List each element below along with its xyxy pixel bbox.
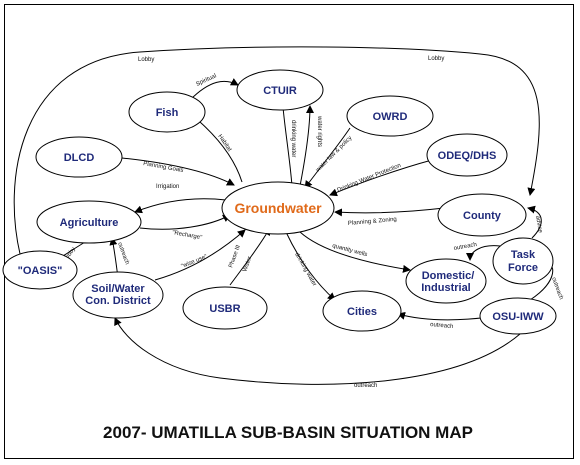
edge-label-drinking-water: drinking water — [290, 120, 296, 157]
edge-ctuir-groundwater — [282, 106, 293, 187]
edge-label-planning-goals: Planning Goals — [143, 161, 184, 174]
node-taskforce — [492, 237, 554, 285]
node-osu — [479, 297, 557, 335]
edge-agriculture-groundwater — [139, 214, 231, 230]
edge-label-outreach-tf: outreach — [453, 242, 477, 252]
edge-groundwater-domestic — [299, 231, 411, 273]
node-label-dlcd: DLCD — [64, 152, 95, 164]
edge-label-wise-use: "wise use" — [181, 254, 209, 270]
node-label-osu: OSU-IWW — [492, 311, 544, 323]
nodes — [2, 69, 557, 335]
node-usbr — [182, 286, 268, 330]
node-label-soilwater-1: Soil/Water — [91, 283, 145, 295]
node-label-agriculture: Agriculture — [60, 217, 119, 229]
edge-label-outreach-bottom: outreach — [354, 383, 377, 389]
node-domestic — [405, 258, 487, 304]
node-soilwater — [72, 271, 164, 319]
edge-osu-cities — [397, 311, 491, 321]
node-fish — [128, 91, 206, 133]
node-label-county: County — [463, 210, 502, 222]
node-groundwater — [221, 181, 335, 235]
node-cities — [322, 290, 402, 332]
edge-groundwater-agriculture — [134, 198, 227, 214]
edge-label-phase-iii: Phase III — [228, 244, 242, 269]
edge-groundwater-cities — [285, 231, 336, 301]
edge-label-water: Water — [242, 256, 253, 273]
node-label-domestic-2: Industrial — [421, 282, 471, 294]
edge-label-recharge: "Recharge" — [172, 230, 203, 241]
edge-owrd-groundwater — [304, 127, 351, 189]
edge-dlcd-groundwater — [121, 157, 235, 186]
node-label-odeq: ODEQ/DHS — [438, 150, 497, 162]
edge-soil-groundwater — [154, 229, 246, 281]
edge-label-irrigation: Irrigation — [156, 184, 179, 190]
edge-label-outreach-osu: outreach — [550, 277, 564, 301]
node-label-oasis: "OASIS" — [18, 265, 63, 277]
node-labels: Fish CTUIR OWRD DLCD ODEQ/DHS Groundwate… — [18, 85, 545, 323]
edge-label-spiritual: Spiritual — [195, 73, 217, 88]
node-label-usbr: USBR — [209, 303, 240, 315]
edge-fish-groundwater — [199, 121, 243, 183]
edge-odeq-groundwater — [329, 159, 433, 197]
edge-osu-soil — [114, 317, 521, 385]
node-label-groundwater: Groundwater — [234, 200, 322, 216]
edge-label-drinking-water-cities: drinking water — [293, 252, 317, 287]
edge-oasis-county — [13, 46, 540, 263]
node-label-taskforce-1: Task — [511, 249, 536, 261]
edge-taskforce-domestic — [466, 245, 501, 261]
edge-label-planning-zoning: Planning & Zoning — [348, 217, 397, 227]
edge-label-quantity-wells: quantity wells — [331, 243, 367, 258]
node-label-domestic-1: Domestic/ — [422, 270, 475, 282]
node-dlcd — [35, 136, 123, 178]
node-oasis — [2, 250, 78, 290]
edge-label-habitat: Habitat — [216, 134, 232, 153]
edge-label-drinking-water-protection: Drinking Water Protection — [337, 163, 402, 194]
edge-label-water-rights: water rights — [316, 115, 322, 147]
edge-label-advice: advice — [534, 215, 543, 234]
edge-label-outreach-cities: outreach — [430, 322, 454, 330]
node-label-owrd: OWRD — [373, 111, 408, 123]
edges — [13, 46, 554, 385]
edge-taskforce-county — [527, 205, 542, 239]
diagram-title: 2007- UMATILLA SUB-BASIN SITUATION MAP — [103, 423, 473, 442]
node-ctuir — [236, 69, 324, 111]
edge-label-lobby-left: Lobby — [138, 57, 154, 63]
edge-fish-ctuir — [189, 78, 239, 101]
node-label-fish: Fish — [156, 107, 179, 119]
node-label-cities: Cities — [347, 306, 377, 318]
edge-label-lobby-right: Lobby — [428, 56, 444, 62]
node-county — [437, 193, 527, 237]
node-label-soilwater-2: Con. District — [85, 295, 151, 307]
node-agriculture — [36, 200, 142, 244]
node-label-ctuir: CTUIR — [263, 85, 297, 97]
edge-groundwater-ctuir — [299, 105, 314, 187]
node-label-taskforce-2: Force — [508, 262, 538, 274]
node-odeq — [426, 133, 508, 177]
edge-county-groundwater — [334, 207, 445, 217]
edge-label-outreach-soil: outreach — [116, 242, 130, 266]
node-owrd — [346, 95, 434, 137]
diagram-frame — [4, 4, 574, 459]
